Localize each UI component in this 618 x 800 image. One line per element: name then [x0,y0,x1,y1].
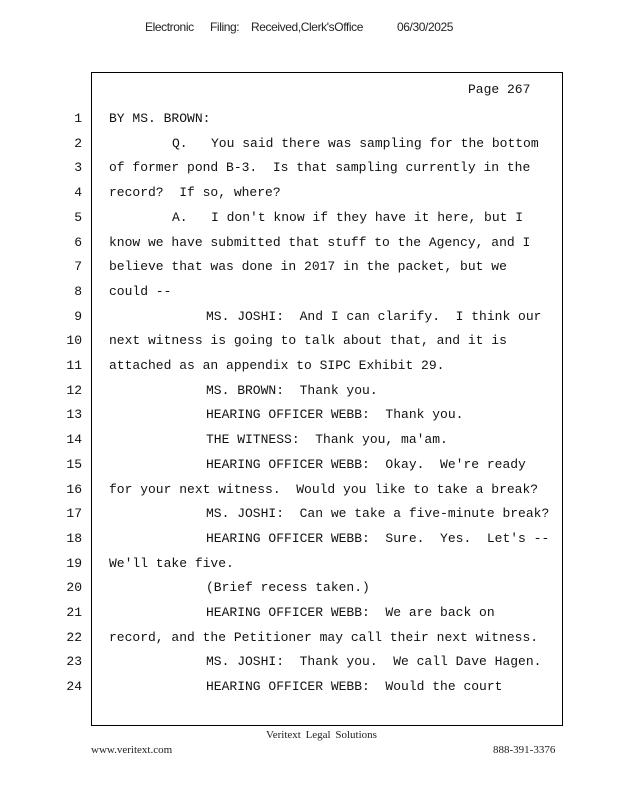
transcript-line: know we have submitted that stuff to the… [109,234,531,250]
line-number: 3 [74,160,82,176]
line-number: 21 [66,605,82,620]
line-number: 5 [74,209,82,225]
line-number: 4 [74,185,82,201]
transcript-line: HEARING OFFICER WEBB: Sure. Yes. Let's -… [206,530,550,546]
transcript-line: A. I don't know if they have it here, bu… [172,209,524,225]
transcript-page-border [91,72,563,726]
transcript-line: attached as an appendix to SIPC Exhibit … [109,358,445,373]
line-number: 17 [66,506,82,522]
transcript-line: believe that was done in 2017 in the pac… [109,259,507,275]
line-number: 16 [66,481,82,497]
footer-company: Veritext Legal Solutions [266,729,377,741]
header-electronic: Electronic [145,20,194,34]
footer-website[interactable]: www.veritext.com [91,744,173,756]
line-number: 12 [66,382,82,398]
line-number: 1 [74,111,82,126]
transcript-line: HEARING OFFICER WEBB: Thank you. [206,407,464,423]
line-number: 8 [74,283,82,299]
line-number: 7 [74,259,82,275]
line-number: 20 [66,580,82,596]
transcript-line: BY MS. BROWN: [109,111,211,126]
transcript-line: for your next witness. Would you like to… [109,481,539,497]
line-number: 14 [66,432,82,448]
transcript-line: of former pond B-3. Is that sampling cur… [109,160,531,176]
line-number: 11 [66,358,82,373]
line-number: 2 [74,135,82,151]
transcript-line: could -- [109,283,172,299]
line-number: 18 [66,530,82,546]
transcript-line: HEARING OFFICER WEBB: Okay. We're ready [206,456,526,472]
page-number: Page 267 [468,82,531,97]
line-number: 10 [66,333,82,349]
transcript-line: We'll take five. [109,555,234,571]
transcript-line: record, and the Petitioner may call thei… [109,629,539,645]
transcript-line: MS. BROWN: Thank you. [206,382,378,398]
line-number: 22 [66,629,82,645]
header-date: 06/30/2025 [397,20,454,34]
transcript-line: record? If so, where? [109,185,281,201]
footer-phone: 888-391-3376 [493,744,556,756]
transcript-line: THE WITNESS: Thank you, ma'am. [206,432,448,448]
line-number: 13 [66,407,82,423]
transcript-line: next witness is going to talk about that… [109,333,507,349]
transcript-line: MS. JOSHI: And I can clarify. I think ou… [206,308,542,324]
transcript-line: HEARING OFFICER WEBB: We are back on [206,605,495,620]
line-number: 24 [66,679,82,695]
line-number: 19 [66,555,82,571]
transcript-line: MS. JOSHI: Can we take a five-minute bre… [206,506,550,522]
transcript-line: (Brief recess taken.) [206,580,370,596]
header-received: Received,Clerk'sOffice [251,20,363,34]
line-number: 6 [74,234,82,250]
header-filing: Filing: [210,20,240,34]
line-number: 15 [66,456,82,472]
transcript-line: Q. You said there was sampling for the b… [172,135,539,151]
transcript-line: HEARING OFFICER WEBB: Would the court [206,679,503,695]
line-number: 23 [66,654,82,670]
transcript-line: MS. JOSHI: Thank you. We call Dave Hagen… [206,654,542,670]
line-number: 9 [74,308,82,324]
